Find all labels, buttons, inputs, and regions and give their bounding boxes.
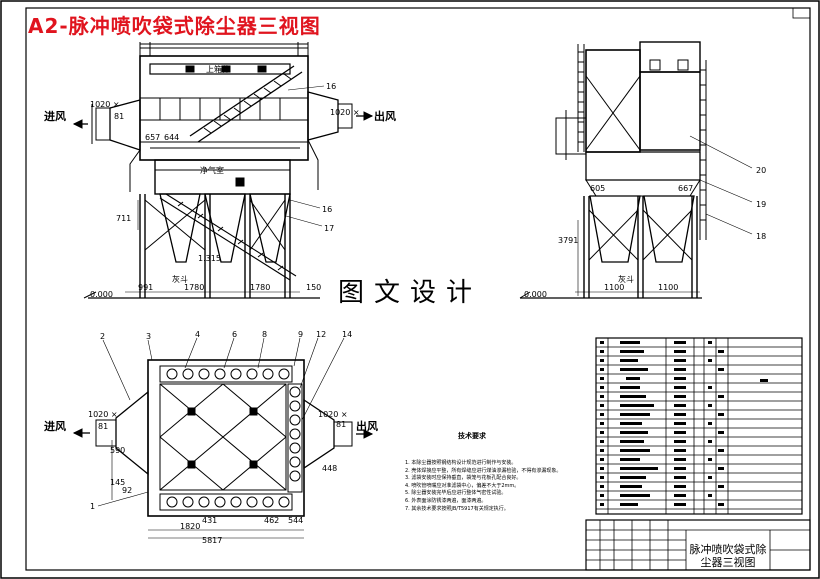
front-dim-4: 150 bbox=[306, 283, 322, 292]
note-item: 6. 外表面涂防锈漆两遍，面漆两遍。 bbox=[405, 497, 487, 504]
front-port-size: 1020 × bbox=[90, 100, 120, 109]
plan-dim-92: 92 bbox=[122, 486, 133, 495]
outlet-label-plan: 出风 bbox=[356, 420, 378, 433]
plan-part-14: 14 bbox=[342, 330, 353, 339]
corner-box bbox=[792, 7, 811, 19]
side-part-20: 20 bbox=[756, 166, 767, 175]
plan-dim-462: 462 bbox=[264, 516, 280, 525]
side-part-19: 19 bbox=[756, 200, 767, 209]
side-label-605: 605 bbox=[590, 184, 606, 193]
front-label-644: 644 bbox=[164, 133, 180, 142]
plan-part-4: 4 bbox=[195, 330, 201, 339]
net-gas-room-label: 净气室 bbox=[200, 166, 224, 175]
side-dim-side: 3791 bbox=[558, 236, 579, 245]
inlet-label-front: 进风 bbox=[44, 110, 66, 123]
front-part-17: 17 bbox=[324, 224, 335, 233]
front-dim-2: 1780 bbox=[184, 283, 205, 292]
front-port-num: 81 bbox=[114, 112, 125, 121]
plan-dim-145: 145 bbox=[110, 478, 126, 487]
plan-dim-5817: 5817 bbox=[202, 536, 223, 545]
bom-table bbox=[595, 337, 803, 515]
plan-port-num-out: 81 bbox=[336, 420, 347, 429]
plan-part-12: 12 bbox=[316, 330, 327, 339]
plan-dim-544: 544 bbox=[288, 516, 304, 525]
note-item: 2. 壳体焊接应平整，所有焊缝应进行煤油渗漏检验，不得有渗漏现象。 bbox=[405, 467, 562, 474]
inner-border bbox=[25, 7, 811, 571]
front-part-16b: 16 bbox=[322, 205, 333, 214]
plan-part-2: 2 bbox=[100, 332, 106, 341]
plan-port-size: 1020 × bbox=[88, 410, 118, 419]
notes-title: 技术要求 bbox=[458, 432, 486, 440]
side-dim-2: 1100 bbox=[658, 283, 679, 292]
front-dim-side: 711 bbox=[116, 214, 132, 223]
title-block bbox=[585, 519, 811, 571]
note-item: 1. 本除尘器按照钢结构设计规范进行制作与安装。 bbox=[405, 460, 517, 466]
plan-port-num: 81 bbox=[98, 422, 109, 431]
side-view bbox=[519, 41, 753, 299]
note-item: 5. 除尘器安装完毕后应进行整体气密性试验。 bbox=[405, 490, 507, 497]
technical-notes: 1. 本除尘器按照钢结构设计规范进行制作与安装。 2. 壳体焊接应平整，所有焊缝… bbox=[405, 460, 585, 513]
front-dim-1: 991 bbox=[138, 283, 154, 292]
plan-dim-590: 590 bbox=[110, 446, 126, 455]
title-block-drawing-name: 脉冲喷吹袋式除尘器三视图 bbox=[689, 543, 767, 569]
drawing-title: A2-脉冲喷吹袋式除尘器三视图 bbox=[28, 14, 321, 38]
plan-part-3: 3 bbox=[146, 332, 152, 341]
inlet-label-plan: 进风 bbox=[44, 420, 66, 433]
front-dim-3: 1780 bbox=[250, 283, 271, 292]
plan-port-size-out: 1020 × bbox=[318, 410, 348, 419]
outlet-label-front: 出风 bbox=[374, 110, 396, 123]
note-item: 4. 喷吹管喷嘴应对准滤袋中心，偏差不大于2mm。 bbox=[405, 482, 520, 489]
plan-part-6: 6 bbox=[232, 330, 238, 339]
plan-dim-448: 448 bbox=[322, 464, 338, 473]
front-port-size-out: 1020 × bbox=[330, 108, 360, 117]
dust-bin-label: 灰斗 bbox=[172, 275, 188, 284]
side-ref-level: 0.000 bbox=[524, 290, 547, 299]
dust-bin-label-side: 灰斗 bbox=[618, 275, 634, 284]
front-ref-level: 0.000 bbox=[90, 290, 113, 299]
plan-dim-431: 431 bbox=[202, 516, 218, 525]
front-view bbox=[72, 42, 374, 299]
side-dim-1: 1100 bbox=[604, 283, 625, 292]
front-label-1315: 1.315 bbox=[198, 254, 221, 263]
watermark-text: 图文设计 bbox=[338, 278, 483, 308]
plan-view bbox=[72, 337, 374, 539]
plan-part-1: 1 bbox=[90, 502, 96, 511]
upper-box-label: 上箱体 bbox=[206, 65, 230, 74]
side-part-18: 18 bbox=[756, 232, 767, 241]
plan-part-8: 8 bbox=[262, 330, 268, 339]
side-label-667: 667 bbox=[678, 184, 694, 193]
front-label-657: 657 bbox=[145, 133, 161, 142]
bom-cell-fills bbox=[600, 341, 768, 506]
front-part-16a: 16 bbox=[326, 82, 337, 91]
plan-part-9: 9 bbox=[298, 330, 304, 339]
note-item: 7. 其余技术要求按照JB/T5917有关规定执行。 bbox=[405, 505, 509, 512]
plan-dim-1820: 1820 bbox=[180, 522, 201, 531]
note-item: 3. 滤袋安装时应保持垂直，袋笼与花板孔配合良好。 bbox=[405, 475, 522, 482]
